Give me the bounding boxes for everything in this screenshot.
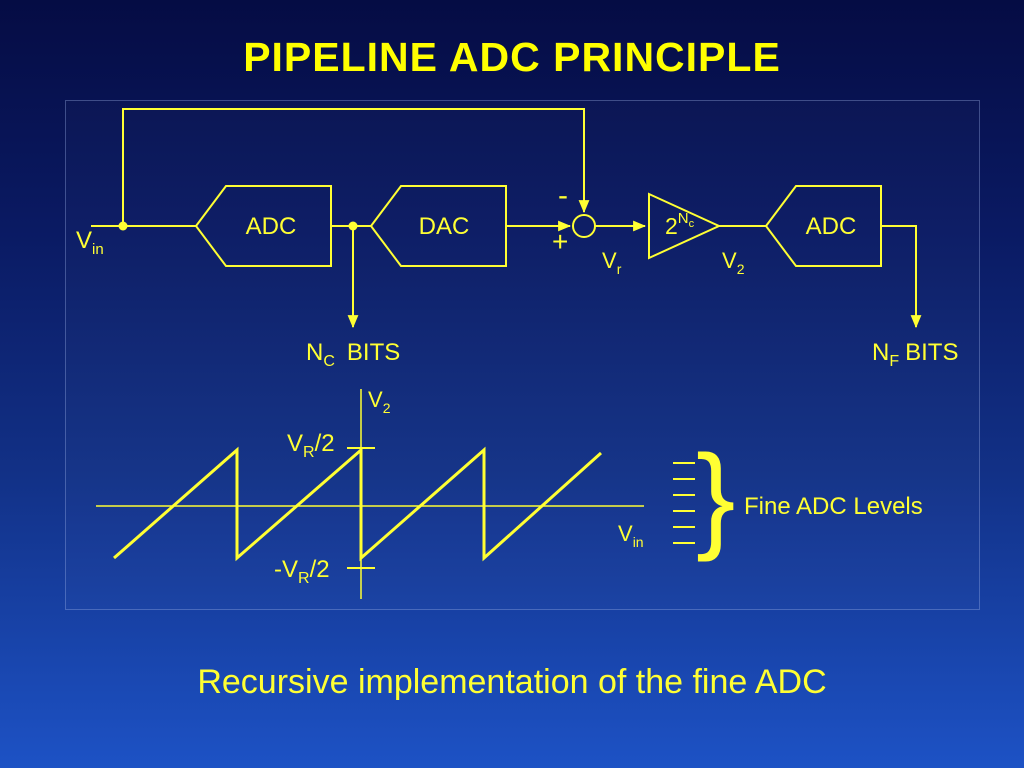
slide-caption: Recursive implementation of the fine ADC	[197, 663, 827, 701]
v2-label: V2	[722, 248, 745, 277]
gain-label: 2Nc	[665, 210, 695, 239]
slide-title: PIPELINE ADC PRINCIPLE	[243, 34, 781, 80]
adc1-block	[194, 185, 332, 267]
plus-label: +	[552, 226, 568, 257]
vr-label: Vr	[602, 248, 622, 277]
dac-block	[369, 185, 507, 267]
fine-levels-brace: }	[696, 431, 735, 563]
fine-adc-level-marks	[673, 462, 695, 544]
gain-amplifier	[648, 192, 722, 260]
adc1-label: ADC	[246, 213, 297, 240]
v2-axis-label: V2	[368, 387, 391, 416]
feedforward-line	[122, 108, 590, 226]
minus-label: -	[558, 179, 568, 212]
vr2-label: VR/2	[287, 430, 335, 461]
vin-junction-dot	[118, 221, 128, 231]
adc2-label: ADC	[806, 213, 857, 240]
vin-label: Vin	[76, 227, 104, 258]
summing-junction	[572, 214, 596, 238]
branch-junction-dot	[348, 221, 358, 231]
vin-axis-label: Vin	[618, 521, 644, 550]
sawtooth-waveform	[113, 446, 603, 562]
nf-bits-arrow	[881, 225, 922, 329]
dac-label: DAC	[419, 213, 470, 240]
fine-levels-label: Fine ADC Levels	[744, 493, 923, 520]
adc2-block	[764, 185, 882, 267]
neg-vr2-label: -VR/2	[274, 556, 330, 587]
residue-plot: V2 Vin VR/2 -VR/2 } Fine ADC Levels	[96, 387, 923, 599]
